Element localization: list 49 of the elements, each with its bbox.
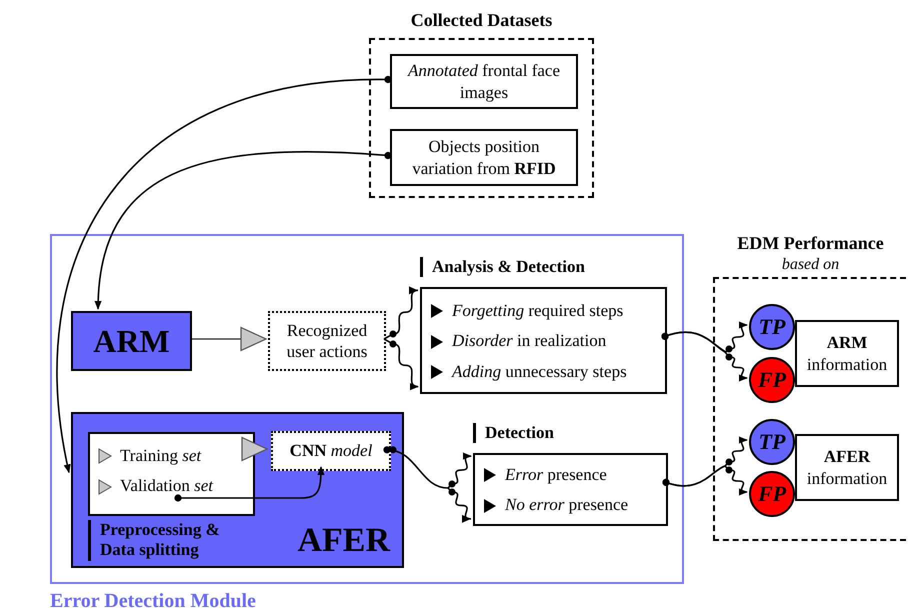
list-item-text: Adding unnecessary steps (452, 362, 627, 382)
curved-arrow (662, 465, 748, 495)
data-box (390, 129, 578, 186)
info-label: information (806, 468, 888, 489)
module-title: Error Detection Module (50, 590, 256, 612)
circle-label: FP (758, 481, 786, 507)
curved-arrow (56, 76, 392, 474)
circle-label: TP (758, 429, 786, 455)
list-item-text: Forgetting required steps (452, 301, 624, 322)
info-box (795, 434, 899, 501)
data-box (390, 54, 578, 109)
list-item-text: Error presence (505, 465, 607, 486)
circle-node (749, 304, 795, 350)
curved-arrow (661, 331, 748, 381)
circle-label: TP (758, 314, 786, 340)
dotted-box (268, 311, 386, 371)
dotted-box (271, 431, 391, 471)
box-label: Objects position variation from RFID (411, 136, 557, 179)
group-heading: Collected Datasets (410, 10, 552, 31)
list-item-text: Training set (120, 446, 202, 466)
module-box (71, 412, 404, 568)
section-heading: Preprocessing & Data splitting (88, 520, 235, 561)
group-heading: EDM Performance (737, 233, 884, 254)
circle-node (749, 419, 795, 465)
circle-label: FP (758, 367, 786, 393)
module-name: AFER (297, 524, 390, 558)
box-label: Annotated frontal face images (406, 60, 562, 103)
module-name: ARM (93, 322, 170, 360)
curved-arrow (174, 466, 325, 502)
info-label: ARM (826, 332, 868, 354)
group-subheading: based on (782, 256, 840, 274)
list-item-text: Disorder in realization (452, 331, 606, 352)
circle-node (749, 357, 795, 403)
brace-arrow (383, 446, 472, 523)
chevron-arrow (241, 436, 268, 462)
box-label: CNN model (288, 440, 374, 462)
section-heading: Analysis & Detection (420, 256, 585, 277)
module-box (71, 311, 192, 371)
circle-node (749, 471, 795, 517)
brace-arrow (383, 286, 419, 390)
list-item-text: Validation set (120, 476, 214, 497)
info-label: AFER (824, 446, 870, 468)
info-box (795, 320, 899, 387)
curved-arrow (94, 151, 392, 310)
section-heading: Detection (473, 422, 554, 443)
box-label: Recognized user actions (286, 320, 368, 362)
chevron-arrow (190, 326, 267, 352)
info-label: information (806, 354, 888, 375)
list-item-text: No error presence (505, 495, 628, 516)
